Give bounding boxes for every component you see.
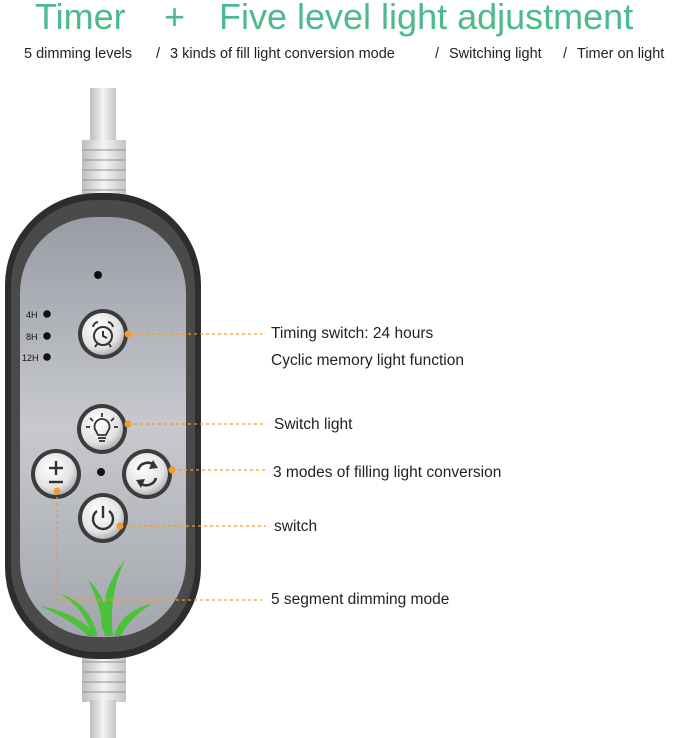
power-icon (91, 506, 115, 531)
feature-fill-light-modes: 3 kinds of fill light conversion mode (170, 46, 395, 62)
subheadline: 5 dimming levels / 3 kinds of fill light… (0, 46, 679, 66)
bulb-icon (86, 413, 118, 442)
headline: Timer + Five level light adjustment (0, 0, 679, 40)
bottom-cable (82, 650, 126, 738)
timer-level-8h: 8H (26, 332, 38, 342)
alarm-clock-icon (92, 321, 114, 348)
headline-five-level: Five level light adjustment (219, 0, 634, 37)
timer-level-12h: 12H (22, 353, 39, 363)
indicator-dot (94, 271, 102, 279)
plus-minus-icon (49, 461, 63, 484)
led-12h (43, 353, 51, 361)
dimming-button[interactable] (31, 449, 81, 499)
switch-light-button[interactable] (77, 404, 127, 454)
feature-switching-light: Switching light (449, 46, 542, 62)
indicator-dot (97, 468, 105, 476)
callout-cyclic-memory: Cyclic memory light function (271, 352, 464, 369)
mode-conversion-button[interactable] (122, 449, 172, 499)
headline-plus: + (164, 0, 186, 37)
separator: / (563, 46, 568, 62)
plant-logo (40, 560, 152, 636)
top-cable (82, 88, 126, 210)
feature-timer-on-light: Timer on light (577, 46, 665, 62)
callout-points (53, 330, 176, 530)
power-switch-button[interactable] (78, 493, 128, 543)
headline-timer: Timer (35, 0, 126, 37)
timer-level-4h: 4H (26, 310, 38, 320)
callout-switch: switch (274, 518, 318, 535)
callout-switch-light: Switch light (274, 416, 353, 433)
timer-button[interactable] (78, 309, 128, 359)
led-8h (43, 332, 51, 340)
callout-dimming: 5 segment dimming mode (271, 591, 450, 608)
feature-dimming-levels: 5 dimming levels (24, 46, 132, 62)
callout-timing-switch: Timing switch: 24 hours (271, 325, 434, 342)
separator: / (156, 46, 161, 62)
separator: / (435, 46, 440, 62)
led-4h (43, 310, 51, 318)
timer-level-indicators: 4H 8H 12H (22, 310, 51, 363)
callout-modes: 3 modes of filling light conversion (273, 464, 502, 481)
callout-lines (56, 333, 266, 601)
